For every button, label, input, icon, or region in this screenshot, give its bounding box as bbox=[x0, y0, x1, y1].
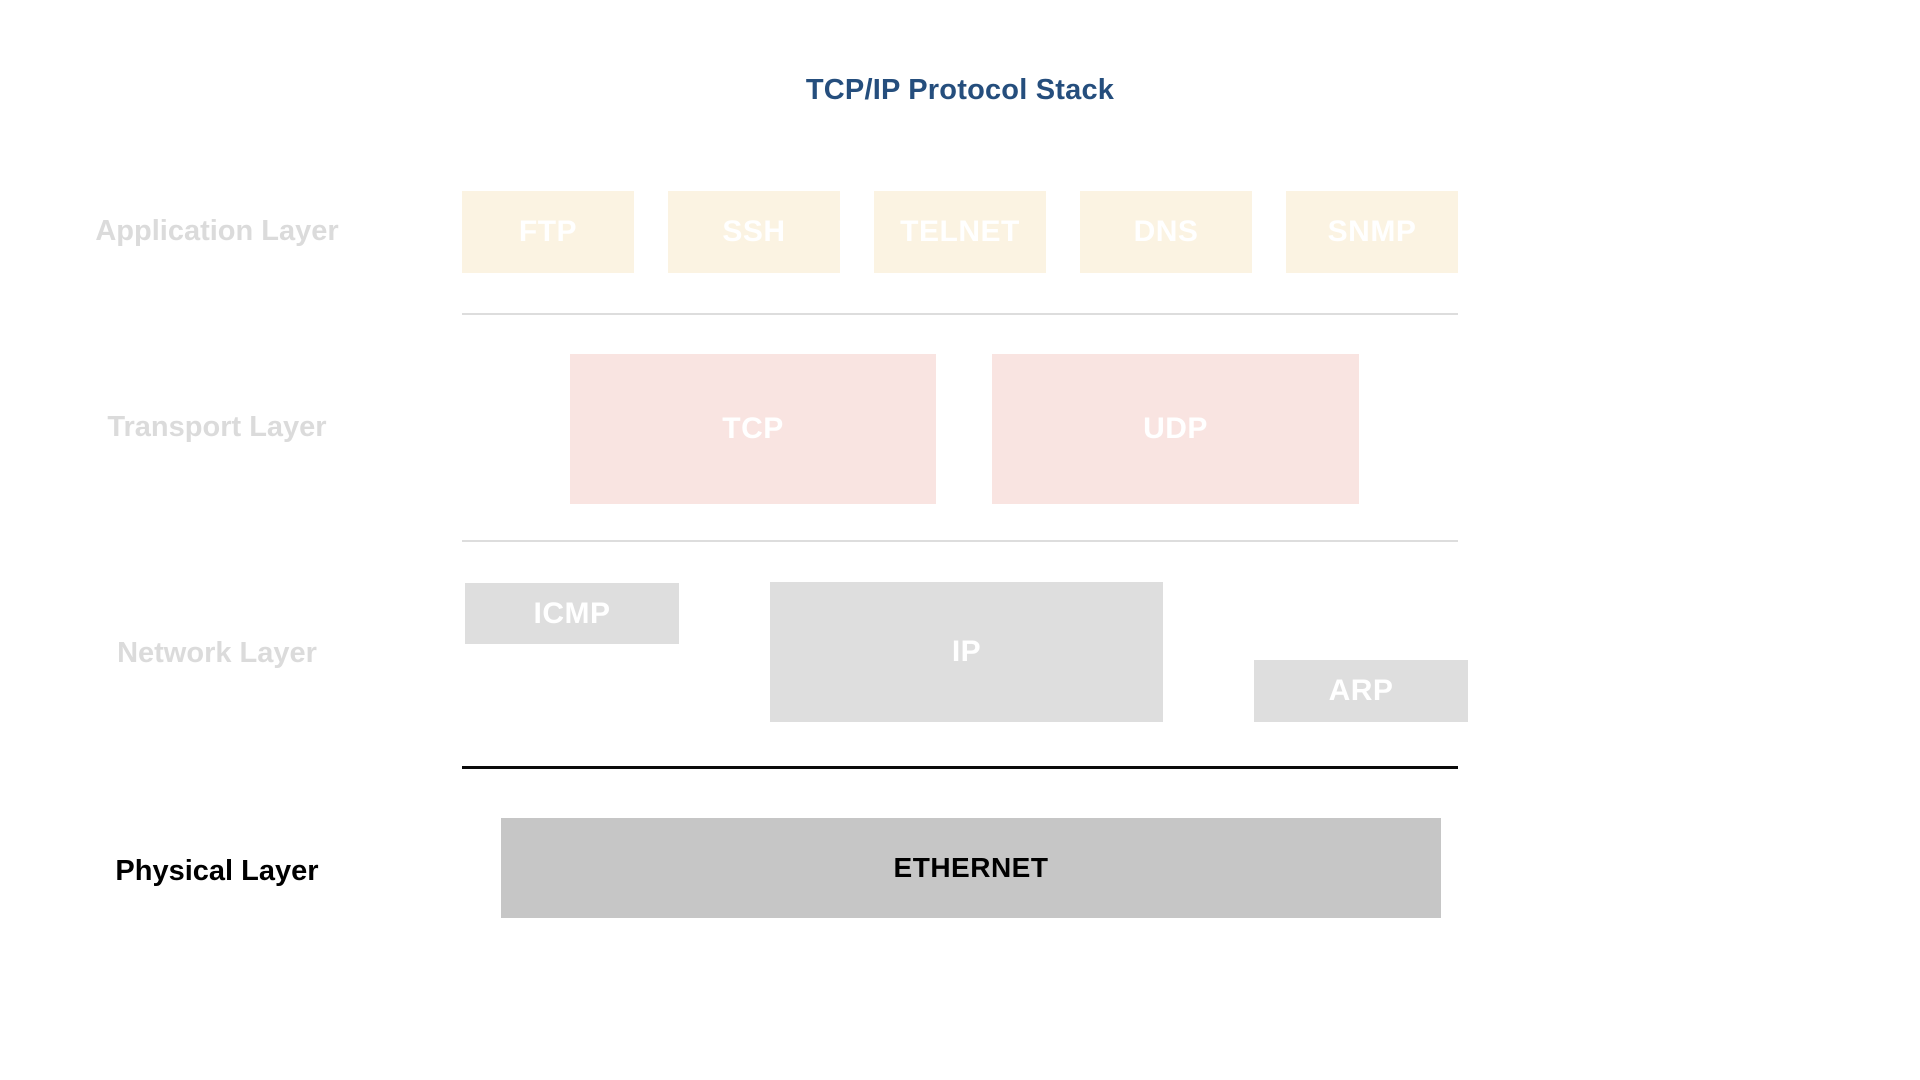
divider-application-transport bbox=[462, 313, 1458, 315]
protocol-box-tcp: TCP bbox=[570, 354, 936, 504]
layer-label-transport: Transport Layer bbox=[107, 411, 327, 443]
separator-network-physical bbox=[462, 766, 1458, 769]
layer-label-physical: Physical Layer bbox=[115, 855, 319, 887]
protocol-box-dns: DNS bbox=[1080, 191, 1252, 273]
layer-label-application: Application Layer bbox=[95, 215, 339, 247]
protocol-box-ftp: FTP bbox=[462, 191, 634, 273]
protocol-box-ssh: SSH bbox=[668, 191, 840, 273]
protocol-box-udp: UDP bbox=[992, 354, 1359, 504]
protocol-box-ip: IP bbox=[770, 582, 1163, 722]
divider-transport-network bbox=[462, 540, 1458, 542]
protocol-box-icmp: ICMP bbox=[465, 583, 679, 644]
protocol-box-snmp: SNMP bbox=[1286, 191, 1458, 273]
protocol-box-telnet: TELNET bbox=[874, 191, 1046, 273]
layer-label-network: Network Layer bbox=[117, 637, 317, 669]
protocol-box-arp: ARP bbox=[1254, 660, 1468, 722]
diagram-title: TCP/IP Protocol Stack bbox=[805, 74, 1115, 106]
protocol-box-ethernet: ETHERNET bbox=[501, 818, 1441, 918]
